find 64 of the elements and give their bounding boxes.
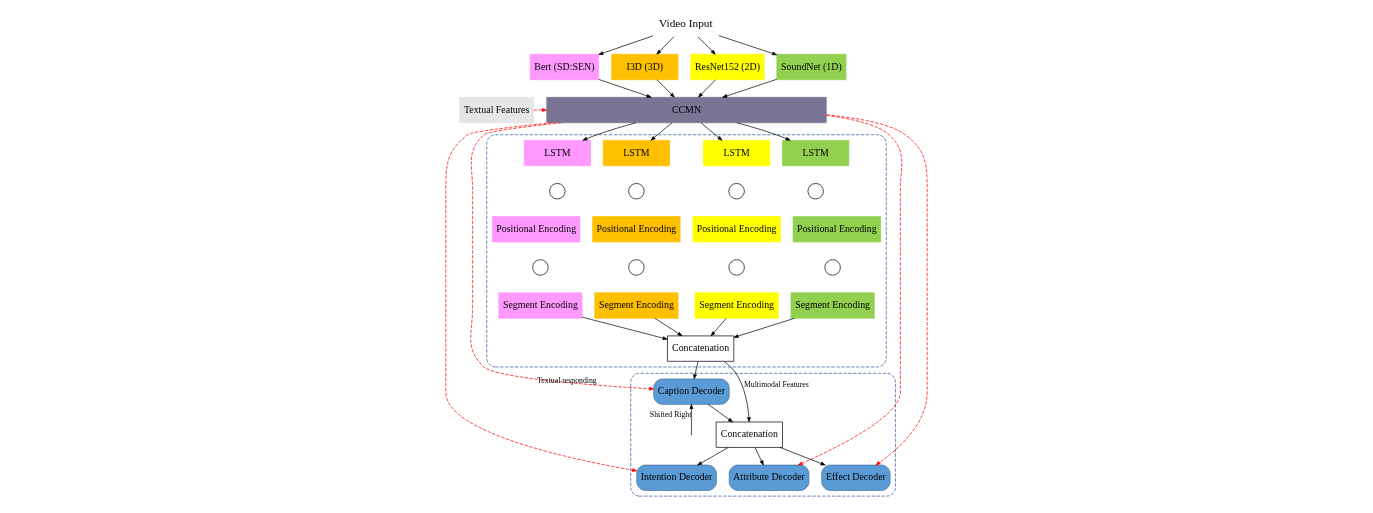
arrow: [697, 36, 716, 55]
node-circle: [628, 183, 645, 200]
arrow: [710, 317, 727, 337]
node-box: LSTM: [703, 140, 771, 167]
arrow: [582, 122, 637, 141]
arrow: [718, 35, 778, 56]
node-box: Segment Encoding: [498, 292, 583, 319]
edge-label: Textual responding: [537, 375, 597, 385]
node-circle: [807, 183, 824, 200]
arrow: [733, 317, 795, 338]
node-box: SoundNet (1D): [776, 53, 847, 81]
arrow: [598, 35, 654, 55]
node-box: Positional Encoding: [792, 216, 881, 243]
node-circle: [824, 259, 841, 276]
node-box: CCMN: [546, 97, 827, 124]
node-box: Intention Decoder: [636, 464, 717, 491]
node-box: I3D (3D): [611, 53, 679, 81]
node-box: ResNet152 (2D): [690, 53, 765, 81]
node-box: Segment Encoding: [790, 292, 875, 319]
arrow: [581, 316, 668, 340]
node-circle: [532, 259, 549, 276]
node-box: Segment Encoding: [694, 292, 779, 319]
arrow: [722, 78, 777, 98]
arrow: [797, 115, 903, 466]
node-box: Concatenation: [715, 421, 783, 448]
arrow: [656, 36, 675, 55]
node-box: Effect Decoder: [821, 464, 891, 491]
arrow: [656, 79, 675, 98]
arrow: [689, 404, 694, 435]
node-box: Textual Features: [459, 97, 535, 124]
node-box: LSTM: [782, 140, 850, 167]
arrow: [779, 447, 826, 466]
node-box: Concatenation: [667, 335, 735, 362]
node-box: Caption Decoder: [653, 378, 730, 405]
arrow: [700, 122, 723, 141]
arrow: [445, 122, 638, 472]
arrow: [533, 108, 547, 112]
node-circle: [628, 259, 645, 276]
node-box: Positional Encoding: [492, 216, 581, 243]
arrow: [736, 122, 791, 141]
node-box: Bert (SD:SEN): [529, 53, 599, 81]
arrow: [470, 122, 654, 391]
arrow: [707, 404, 733, 423]
node-circle: [549, 183, 566, 200]
arrow: [826, 114, 928, 466]
node-text: Video Input: [659, 16, 713, 29]
node-box: LSTM: [602, 140, 670, 167]
edge-label: Multimodal Features: [743, 379, 809, 389]
arrow: [723, 361, 751, 423]
node-box: Segment Encoding: [594, 292, 679, 319]
node-box: Positional Encoding: [692, 216, 781, 243]
node-box: Attribute Decoder: [728, 464, 810, 491]
arrow: [650, 122, 673, 141]
edge-label: Shifted Right: [649, 409, 692, 419]
node-circle: [728, 183, 745, 200]
arrow: [598, 79, 652, 98]
node-box: LSTM: [523, 140, 591, 167]
node-box: Positional Encoding: [592, 216, 681, 243]
arrow: [697, 447, 729, 466]
arrow: [693, 361, 699, 380]
arrow: [698, 79, 716, 98]
arrow: [754, 447, 764, 466]
node-circle: [728, 259, 745, 276]
arrow: [654, 317, 683, 337]
